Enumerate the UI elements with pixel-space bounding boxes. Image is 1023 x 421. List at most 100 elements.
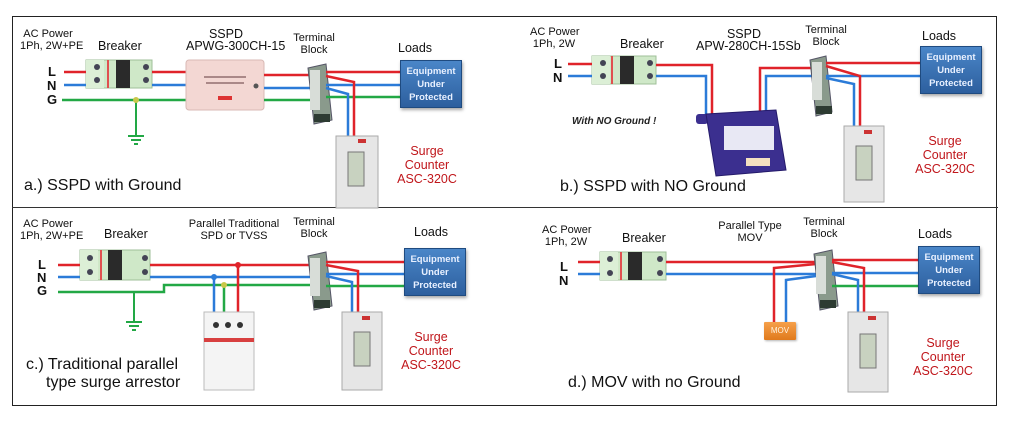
junction-neutral xyxy=(211,274,217,280)
equipment-line3: Protected xyxy=(927,277,971,289)
source-title: AC Power xyxy=(530,26,580,38)
wire-counter-neutral xyxy=(325,86,350,136)
surge-counter-icon xyxy=(843,125,885,203)
source-label: AC Power 1Ph, 2W+PE xyxy=(20,218,84,242)
equipment-line2: Under xyxy=(421,266,449,278)
terminal-line2: Block xyxy=(300,228,328,240)
surge-counter-icon xyxy=(335,135,379,209)
source-title: AC Power xyxy=(23,28,73,40)
device-model: MOV xyxy=(737,232,763,244)
panel-caption-line2: type surge arrestor xyxy=(46,374,181,391)
wire-counter-line xyxy=(325,74,356,136)
panel-b-sspd-no-ground: AC Power 1Ph, 2W Breaker SSPD APW-280CH-… xyxy=(520,18,1020,213)
terminal-label: Terminal Block xyxy=(292,216,336,240)
diagram-frame xyxy=(12,16,997,406)
terminal-line2: Block xyxy=(812,36,840,48)
wire-label-l: L xyxy=(38,257,46,272)
terminal-line2: Block xyxy=(300,44,328,56)
counter-line3: ASC-320C xyxy=(913,364,973,378)
terminal-label: Terminal Block xyxy=(292,32,336,56)
panel-a-sspd-with-ground: AC Power 1Ph, 2W+PE Breaker SSPD APWG-30… xyxy=(14,18,514,213)
ground-junction xyxy=(133,97,139,103)
surge-counter-label: Surge Counter ASC-320C xyxy=(908,336,978,378)
mov-device: MOV xyxy=(764,322,796,340)
device-model: SPD or TVSS xyxy=(200,230,268,242)
device-name: SSPD xyxy=(726,27,762,41)
junction-line xyxy=(235,262,241,268)
panel-caption: b.) SSPD with NO Ground xyxy=(560,178,746,195)
source-spec: 1Ph, 2W xyxy=(544,236,588,248)
panel-caption: c.) Traditional parallel xyxy=(26,356,179,373)
equipment-line3: Protected xyxy=(413,279,457,291)
wire-label-n: N xyxy=(47,78,57,93)
equipment-line2: Under xyxy=(417,78,445,90)
equipment-line2: Under xyxy=(937,64,965,76)
parallel-spd-icon xyxy=(203,311,255,391)
device-label: SSPD APW-280CH-15Sb xyxy=(696,27,801,53)
wire-label-l: L xyxy=(48,64,56,79)
wire-label-g: G xyxy=(37,283,48,298)
counter-line1: Surge xyxy=(926,336,960,350)
wire-mov-neutral xyxy=(784,274,817,322)
equipment-box: Equipment Under Protected xyxy=(404,248,466,296)
equipment-line3: Protected xyxy=(929,77,973,89)
counter-line1: Surge xyxy=(410,144,444,158)
source-label: AC Power 1Ph, 2W+PE xyxy=(20,28,84,52)
wire-label-l: L xyxy=(560,259,568,274)
source-spec: 1Ph, 2W+PE xyxy=(20,40,84,52)
wire-mov-line xyxy=(772,262,817,322)
breaker-label: Breaker xyxy=(104,227,148,241)
wire-neutral-to-sspd xyxy=(656,74,708,116)
wire-counter-line xyxy=(825,64,862,130)
panel-caption: d.) MOV with no Ground xyxy=(568,374,741,391)
source-title: AC Power xyxy=(542,224,592,236)
terminal-block-icon xyxy=(307,251,333,311)
device-label: SSPD APWG-300CH-15 xyxy=(186,28,285,53)
counter-line3: ASC-320C xyxy=(401,358,461,372)
terminal-line1: Terminal xyxy=(293,32,335,44)
surge-counter-label: Surge Counter ASC-320C xyxy=(910,134,980,176)
wire-line-from-sspd xyxy=(758,66,816,116)
terminal-line1: Terminal xyxy=(293,216,335,228)
breaker-icon xyxy=(79,249,151,281)
terminal-line1: Terminal xyxy=(805,24,847,36)
counter-line3: ASC-320C xyxy=(397,172,457,186)
wire-line-to-sspd xyxy=(656,63,714,116)
loads-label: Loads xyxy=(918,227,953,241)
counter-line1: Surge xyxy=(414,330,448,344)
counter-line1: Surge xyxy=(928,134,962,148)
wire-neutral-from-sspd xyxy=(764,74,816,116)
panel-b-wiring xyxy=(568,55,920,203)
loads-label: Loads xyxy=(414,225,449,239)
source-label: AC Power 1Ph, 2W xyxy=(542,224,592,248)
counter-line2: Counter xyxy=(404,158,450,172)
breaker-label: Breaker xyxy=(620,37,664,51)
wire-counter-neutral xyxy=(825,76,856,130)
panel-d-wiring xyxy=(578,249,920,393)
no-ground-warning: With NO Ground ! xyxy=(572,116,657,127)
breaker-icon xyxy=(599,251,667,281)
breaker-label: Breaker xyxy=(98,39,142,53)
equipment-box: Equipment Under Protected xyxy=(920,46,982,94)
junction-ground xyxy=(221,282,227,288)
equipment-line3: Protected xyxy=(409,91,453,103)
wire-counter-line xyxy=(831,260,866,314)
wire-counter-neutral xyxy=(325,274,354,314)
ground-symbol-icon xyxy=(128,135,144,145)
equipment-line2: Under xyxy=(935,264,963,276)
source-spec: 1Ph, 2W+PE xyxy=(20,230,84,242)
panel-d-mov-no-ground: AC Power 1Ph, 2W Breaker Parallel Type M… xyxy=(520,210,1020,405)
wire-label-n: N xyxy=(559,273,569,288)
wire-counter-neutral xyxy=(831,272,860,314)
wire-counter-line xyxy=(325,263,360,314)
counter-line2: Counter xyxy=(408,344,454,358)
device-name: Parallel Type xyxy=(718,220,782,232)
device-name: Parallel Traditional xyxy=(188,218,280,230)
panel-c-wiring xyxy=(58,249,404,391)
source-spec: 1Ph, 2W xyxy=(532,38,576,50)
surge-counter-icon xyxy=(847,311,889,393)
loads-label: Loads xyxy=(398,41,433,55)
ground-symbol-icon xyxy=(126,321,142,331)
terminal-label: Terminal Block xyxy=(802,216,846,240)
wire-ground-main xyxy=(58,283,310,294)
